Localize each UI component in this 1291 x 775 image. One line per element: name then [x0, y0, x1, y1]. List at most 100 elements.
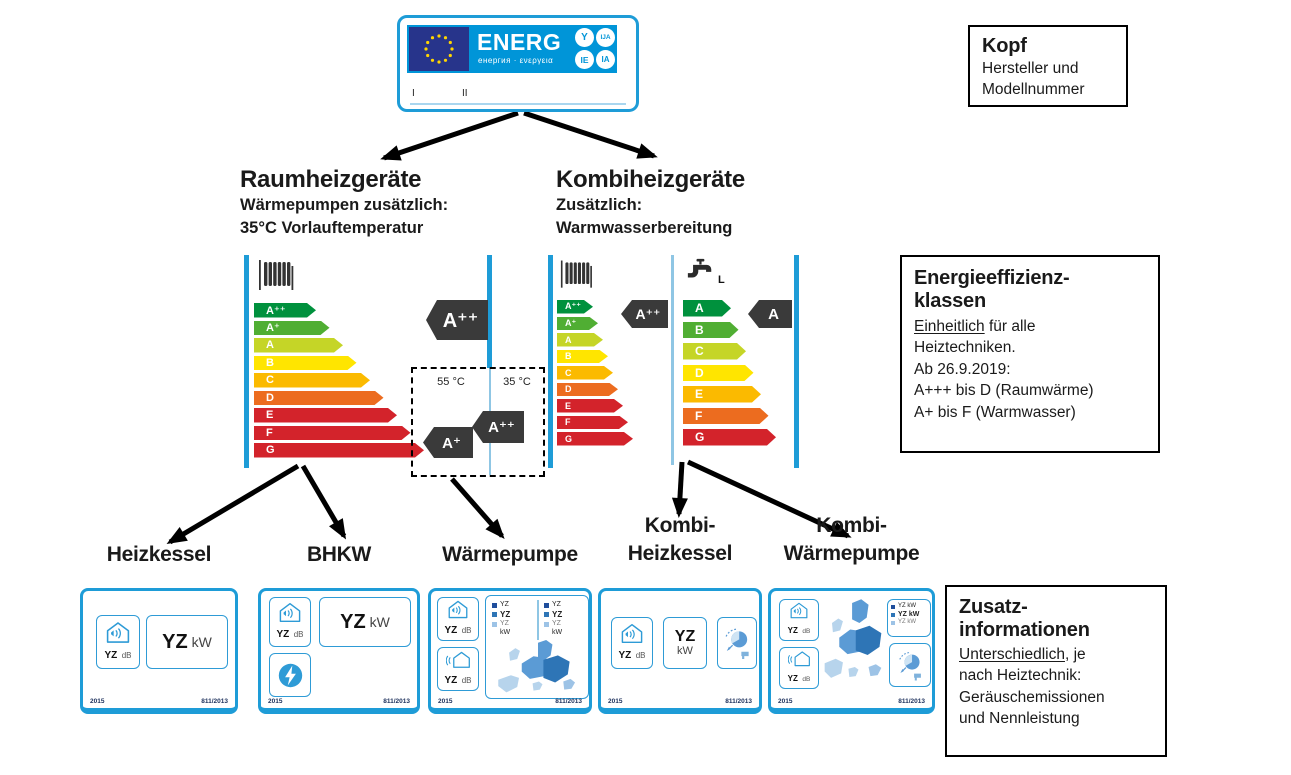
effizienz-line2: Heiztechniken. — [914, 339, 1016, 357]
label-bhkw: BHKW — [306, 543, 372, 566]
temp-35-label: 35 °C — [503, 376, 531, 388]
energy-class-bar-B: B — [254, 356, 357, 371]
lightning-icon — [278, 663, 302, 687]
energy-class-bar-D: D — [254, 391, 384, 406]
energy-class-bar-App: A⁺⁺ — [254, 303, 316, 318]
energy-class-bar-G: G — [683, 429, 776, 446]
db-value: YZ dB — [444, 675, 472, 686]
energy-class-bar-A: A — [254, 338, 343, 353]
label-header-bar: ENERG енергия · ενεργεια Y IJA IE IA — [407, 25, 617, 73]
zusatz-line1: Unterschiedlich, je — [959, 644, 1153, 665]
badge-ija: IJA — [596, 28, 615, 47]
eu-energy-label: ENERG енергия · ενεργεια Y IJA IE IA I I… — [397, 15, 639, 112]
kw-value: YZ — [340, 610, 366, 633]
db-value: YZ dB — [787, 626, 811, 635]
raum-heading: Raumheizgeräte Wärmepumpen zusätzlich: 3… — [240, 166, 540, 240]
label-heizkessel: Heizkessel — [106, 543, 212, 566]
energy-class-bar-B: B — [683, 322, 739, 339]
label-kombi-heizkessel: Kombi- Heizkessel — [598, 512, 762, 569]
noise-box-outdoor: YZ dB — [779, 647, 819, 689]
raum-panel-left-line — [244, 255, 249, 468]
energy-class-bar-C: C — [683, 343, 746, 360]
energy-class-bar-C: C — [254, 373, 370, 388]
faucet-load-label: L — [718, 274, 725, 286]
raum-title: Raumheizgeräte — [240, 166, 422, 193]
indoor-noise-icon — [448, 600, 468, 619]
zusatz-line3: Geräuschemissionen — [959, 688, 1105, 706]
label-field-model: II — [462, 88, 468, 99]
label-kombi-heizkessel-line2: Heizkessel — [627, 542, 733, 566]
kw-unit: kW — [677, 645, 693, 657]
indoor-noise-icon — [106, 622, 130, 643]
card-year: 2015 — [90, 698, 105, 705]
legend-divider — [537, 600, 539, 640]
arrow-label-to-kombi — [523, 110, 658, 159]
outdoor-noise-icon — [446, 651, 470, 668]
kombi-heading: Kombiheizgeräte Zusätzlich: Warmwasserbe… — [556, 166, 816, 240]
kw-unit: kW — [369, 614, 390, 630]
radiator-icon-kombi — [560, 260, 592, 288]
arrow-label-to-raum — [380, 110, 519, 161]
card-year: 2015 — [438, 698, 453, 705]
effizienz-title1: Energieeffizienz- — [914, 267, 1070, 289]
kopf-title: Kopf — [982, 35, 1027, 57]
card-regulation: 811/2013 — [898, 698, 925, 705]
raum-sub2: 35°C Vorlauftemperatur — [240, 219, 424, 238]
zusatz-box: Zusatz- informationen Unterschiedlich, j… — [945, 585, 1167, 757]
load-profile-icon — [899, 651, 921, 680]
legend-col-1: YZ YZ YZ kW — [492, 601, 510, 637]
card-regulation: 811/2013 — [201, 698, 228, 705]
effizienz-underlined: Einheitlich — [914, 318, 985, 335]
temp-55-label: 55 °C — [437, 376, 465, 388]
arrow-dashed-to-waermepumpe — [450, 477, 505, 540]
energy-class-bar-F: F — [557, 416, 628, 430]
energy-class-bar-E: E — [254, 408, 397, 423]
arrow-raum-to-bhkw — [300, 464, 347, 540]
energy-class-bar-C: C — [557, 366, 613, 380]
energy-class-bar-E: E — [683, 386, 761, 403]
kombi-title: Kombiheizgeräte — [556, 166, 745, 193]
label-waermepumpe: Wärmepumpe — [442, 543, 578, 566]
arrow-kombi-to-kombiheizkessel — [671, 461, 688, 518]
temperature-comparison-box — [411, 367, 545, 477]
energy-class-bar-Ap: A⁺ — [254, 321, 330, 336]
noise-box-indoor: YZ dB — [779, 599, 819, 641]
energy-class-bar-D: D — [683, 365, 754, 382]
energy-class-bar-App: A⁺⁺ — [557, 300, 593, 314]
db-value: YZ dB — [618, 650, 646, 661]
kombi-panel-left-line — [548, 255, 553, 468]
db-value: YZ dB — [444, 625, 472, 636]
db-value: YZ dB — [787, 674, 811, 683]
noise-box-outdoor: YZ dB — [437, 647, 479, 691]
card-year: 2015 — [608, 698, 623, 705]
legend-box: YZ kW YZ kW YZ kW — [887, 599, 931, 637]
energy-class-bar-A: A — [557, 333, 603, 347]
effizienz-line5: A+ bis F (Warmwasser) — [914, 403, 1076, 421]
kombi-sub2: Warmwasserbereitung — [556, 219, 733, 238]
indoor-noise-icon — [790, 602, 808, 619]
effizienz-line3: Ab 26.9.2019: — [914, 360, 1011, 378]
climate-map-box: YZ YZ YZ kW YZ YZ YZ kW — [485, 595, 589, 699]
card-year: 2015 — [268, 698, 283, 705]
zusatz-title1: Zusatz- — [959, 596, 1028, 618]
faucet-icon — [687, 258, 712, 278]
effizienz-title2: klassen — [914, 290, 986, 312]
noise-box-indoor: YZ dB — [437, 597, 479, 641]
card-regulation: 811/2013 — [725, 698, 752, 705]
card-waermepumpe: YZ dB YZ dB YZ YZ YZ kW YZ YZ YZ kW — [428, 588, 592, 714]
badge-ia: IA — [596, 50, 615, 69]
label-kombi-waermepumpe: Kombi- Wärmepumpe — [758, 512, 945, 569]
kombi-sub1: Zusätzlich: — [556, 196, 643, 214]
energy-class-bar-D: D — [557, 383, 618, 397]
badge-y: Y — [575, 28, 594, 47]
noise-box: YZ dB — [611, 617, 653, 669]
label-kombi-waermepumpe-line2: Wärmepumpe — [783, 542, 920, 566]
legend-col-2: YZ YZ YZ kW — [544, 601, 562, 637]
